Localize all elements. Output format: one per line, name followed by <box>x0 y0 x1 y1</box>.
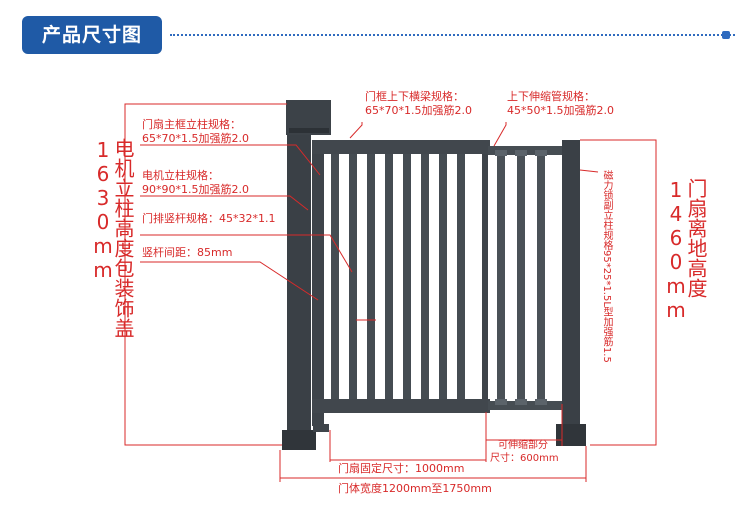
picket-leader <box>140 234 353 273</box>
picket <box>537 155 545 401</box>
magnetic-post-spec: 磁力锁副立柱规格95*25*1.5L型加强筋1.5 <box>601 170 612 363</box>
picket <box>421 154 429 399</box>
leaf-height-label: 门扇离地高度1460mm <box>664 178 708 322</box>
picket <box>331 154 339 399</box>
leaf-end-post <box>482 146 488 412</box>
fixed-width-label: 门扇固定尺寸：1000mm <box>338 462 465 475</box>
spacing-leader <box>140 261 319 301</box>
picket <box>439 154 447 399</box>
fixed-pickets <box>331 154 465 399</box>
main-frame-post-title: 门扇主框立柱规格： <box>142 118 241 131</box>
beam-leader <box>349 122 363 139</box>
picket <box>367 154 375 399</box>
main-post-leader <box>140 144 321 176</box>
bottom-beam <box>312 399 490 413</box>
beam-title: 门框上下横梁规格： <box>365 90 464 103</box>
leaf-main-post <box>312 140 324 426</box>
picket <box>497 155 505 401</box>
telescopic-spec: 45*50*1.5加强筋2.0 <box>507 104 614 117</box>
title-dotted-divider <box>170 34 735 36</box>
motor-post-title: 电机立柱规格： <box>142 169 219 182</box>
section-title: 产品尺寸图 <box>41 24 142 46</box>
annotation-lines <box>124 103 657 482</box>
magnetic-post-base <box>556 424 586 446</box>
leaf-height-dimension-line <box>580 139 657 446</box>
top-beam <box>312 140 490 154</box>
picket-spec: 门排竖杆规格：45*32*1.1 <box>142 212 276 225</box>
motor-post-height-label: 电机立柱高度包装饰盖1630mm <box>91 138 135 338</box>
picket <box>457 154 465 399</box>
motor-height-dimension-line <box>124 103 287 446</box>
beam-spec: 65*70*1.5加强筋2.0 <box>365 104 472 117</box>
picket <box>349 154 357 399</box>
telescopic-pickets <box>497 155 545 401</box>
section-title-badge: 产品尺寸图 <box>22 16 162 54</box>
bottom-telescopic-tube <box>488 401 576 410</box>
motor-post-base <box>282 430 316 450</box>
motor-post-leader <box>140 195 309 211</box>
top-telescopic-tube <box>488 146 576 155</box>
picket-collars <box>495 150 547 405</box>
telescopic-part-size: 尺寸：600mm <box>490 453 559 464</box>
motor-post-spec: 90*90*1.5加强筋2.0 <box>142 183 249 196</box>
picket <box>385 154 393 399</box>
divider-end-marker <box>722 31 730 39</box>
telescopic-title: 上下伸缩管规格： <box>507 90 595 103</box>
motor-housing-lip <box>289 128 329 133</box>
leaf-main-post-foot <box>313 424 329 432</box>
total-width-label: 门体宽度1200mm至1750mm <box>338 482 492 495</box>
magnetic-post-leader <box>579 169 599 173</box>
magnetic-lock-post <box>562 140 580 428</box>
picket <box>403 154 411 399</box>
motor-post <box>287 130 311 448</box>
picket <box>517 155 525 401</box>
picket-spacing: 竖杆间距：85mm <box>142 246 233 259</box>
telescopic-part-label: 可伸缩部分 <box>498 440 548 451</box>
telescopic-leader <box>493 122 507 147</box>
main-frame-post-spec: 65*70*1.5加强筋2.0 <box>142 132 249 145</box>
